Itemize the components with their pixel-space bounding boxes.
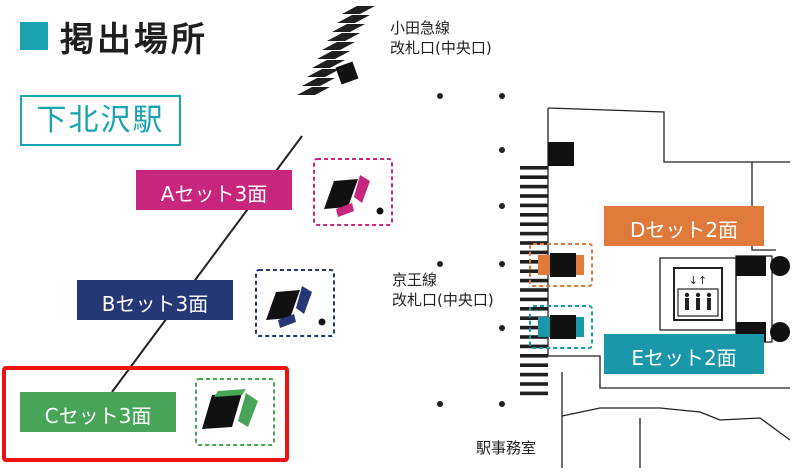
- set-b-label: Bセット3面: [101, 292, 209, 316]
- stairs-top: [297, 6, 375, 95]
- board-face: [324, 179, 358, 209]
- board-face: [214, 389, 246, 397]
- set-c-label: Cセット3面: [44, 404, 152, 428]
- gate-stripe: [520, 184, 548, 189]
- pillar-block: [550, 253, 576, 277]
- gate-stripe: [520, 354, 548, 358]
- gate-stripe: [520, 231, 548, 236]
- keio-gate-label: 京王線 改札口(中央口): [392, 270, 494, 310]
- gate-stripe: [520, 372, 548, 377]
- keio-gate-name: 改札口(中央口): [392, 291, 494, 309]
- set-a-location: [313, 158, 393, 226]
- board-face: [278, 314, 296, 328]
- pillar-block: [548, 142, 574, 166]
- pillar-round: [770, 322, 790, 342]
- set-c-box: [20, 392, 176, 432]
- elevator-icon: ↓↑: [673, 267, 723, 321]
- station-office-label: 駅事務室: [476, 439, 537, 457]
- gate-stripe: [520, 382, 548, 386]
- gate-stripes: [520, 166, 548, 396]
- board-face: [296, 286, 312, 314]
- set-e-location: [529, 305, 593, 349]
- highlight-box-set-c: [2, 366, 289, 462]
- gate-stripe: [520, 297, 548, 302]
- gate-stripe: [520, 194, 548, 198]
- board-face: [538, 317, 550, 337]
- gate-stripe: [520, 335, 548, 339]
- set-d-box: [604, 206, 764, 246]
- pillars: [437, 93, 505, 407]
- page-title: 掲出場所: [60, 20, 208, 60]
- set-b-location: [255, 269, 335, 337]
- title-marker: [20, 22, 48, 50]
- gate-stripe: [520, 166, 548, 170]
- gate-stripe: [520, 288, 548, 292]
- pillar-block: [550, 315, 576, 339]
- gate-stripe: [520, 278, 548, 283]
- gate-stripe: [520, 175, 548, 179]
- board-face: [202, 393, 242, 429]
- gate-stripe: [520, 316, 548, 320]
- gate-stripe: [520, 344, 548, 349]
- board-face: [538, 255, 550, 275]
- pillar-round: [770, 256, 790, 276]
- board-face: [266, 290, 300, 320]
- gate-stripe: [520, 269, 548, 273]
- gate-stripe: [520, 203, 548, 208]
- pillar-block: [736, 256, 766, 276]
- set-e-box: [604, 334, 764, 374]
- gate-stripe: [520, 222, 548, 226]
- dashed-outline: [195, 378, 275, 446]
- set-a-box: [136, 170, 292, 210]
- dashed-outline: [313, 158, 393, 226]
- gate-stripe: [520, 363, 548, 367]
- station-name: 下北沢駅: [20, 95, 181, 146]
- set-b-box: [77, 280, 233, 320]
- board-face: [576, 317, 584, 337]
- dashed-outline: [529, 243, 593, 287]
- building-outline: [547, 107, 791, 468]
- board-face: [336, 203, 354, 217]
- set-a-label: Aセット3面: [160, 182, 268, 206]
- board-face: [576, 255, 584, 275]
- odakyu-line-name: 小田急線: [390, 19, 451, 37]
- gate-stripe: [520, 307, 548, 311]
- gate-stripe: [520, 213, 548, 217]
- pillar-dot: [376, 207, 384, 215]
- dashed-outline: [255, 269, 335, 337]
- svg-text:↓↑: ↓↑: [689, 274, 707, 287]
- odakyu-gate-label: 小田急線 改札口(中央口): [390, 18, 492, 58]
- keio-line-name: 京王線: [392, 271, 438, 289]
- gate-stripe: [520, 325, 548, 330]
- gate-stripe: [520, 260, 548, 264]
- gate-stripe: [520, 250, 548, 255]
- set-e-label: Eセット2面: [631, 346, 737, 370]
- board-face: [354, 175, 370, 203]
- pillar-dot: [318, 318, 326, 326]
- gate-stripe: [520, 391, 548, 396]
- set-d-label: Dセット2面: [629, 218, 739, 242]
- gate-marker-odakyu: [335, 61, 359, 85]
- odakyu-gate-name: 改札口(中央口): [390, 39, 492, 57]
- board-face: [238, 393, 258, 427]
- dashed-outline: [529, 305, 593, 349]
- set-c-location: [195, 378, 275, 446]
- set-d-location: [529, 243, 593, 287]
